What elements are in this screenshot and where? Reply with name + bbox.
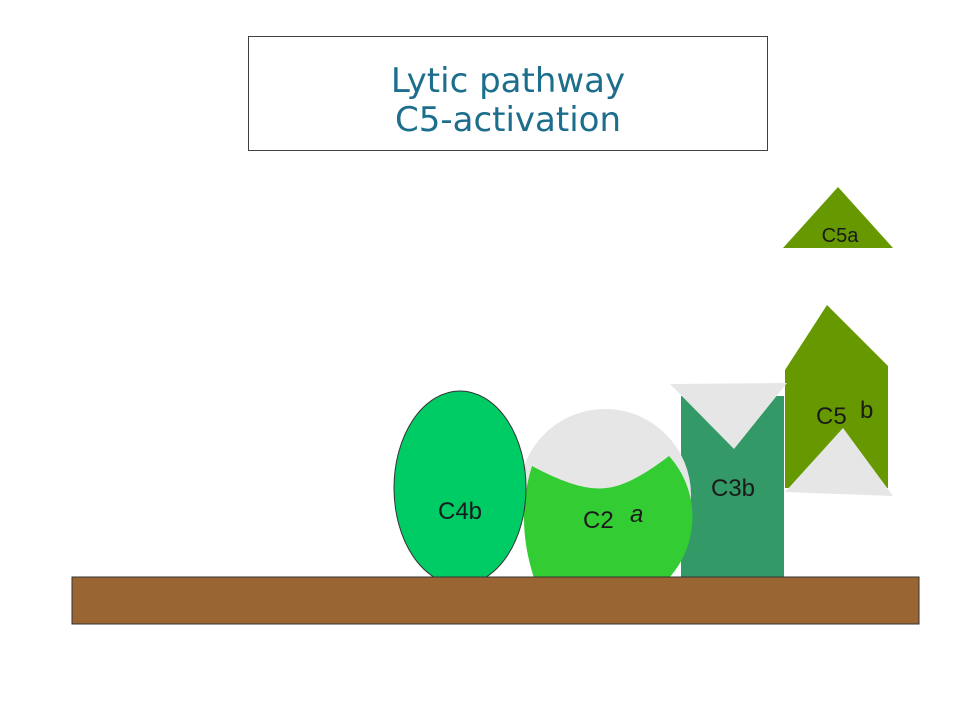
c3b-cleft xyxy=(670,383,787,449)
c4b-protein xyxy=(393,390,527,586)
title-line-1: Lytic pathway xyxy=(390,61,626,101)
c5a-label: C5a xyxy=(822,225,860,247)
c5a-fragment xyxy=(783,187,893,248)
cell-membrane xyxy=(71,576,920,625)
c5b-label-sub: b xyxy=(860,397,873,424)
title-line-2: C5-activation xyxy=(394,100,622,140)
c5b-cleft xyxy=(785,428,893,496)
title-box: Lytic pathway C5-activation xyxy=(248,36,768,151)
c2a-label-main: C2 xyxy=(583,507,614,534)
c4b-label: C4b xyxy=(438,498,482,525)
c3b-protein xyxy=(681,396,784,578)
c5b-fragment xyxy=(785,305,888,488)
c2a-label-sub: a xyxy=(630,501,643,528)
c2a-protein xyxy=(523,456,693,608)
c5b-label-main: C5 xyxy=(816,403,847,430)
c3b-label: C3b xyxy=(711,475,755,502)
